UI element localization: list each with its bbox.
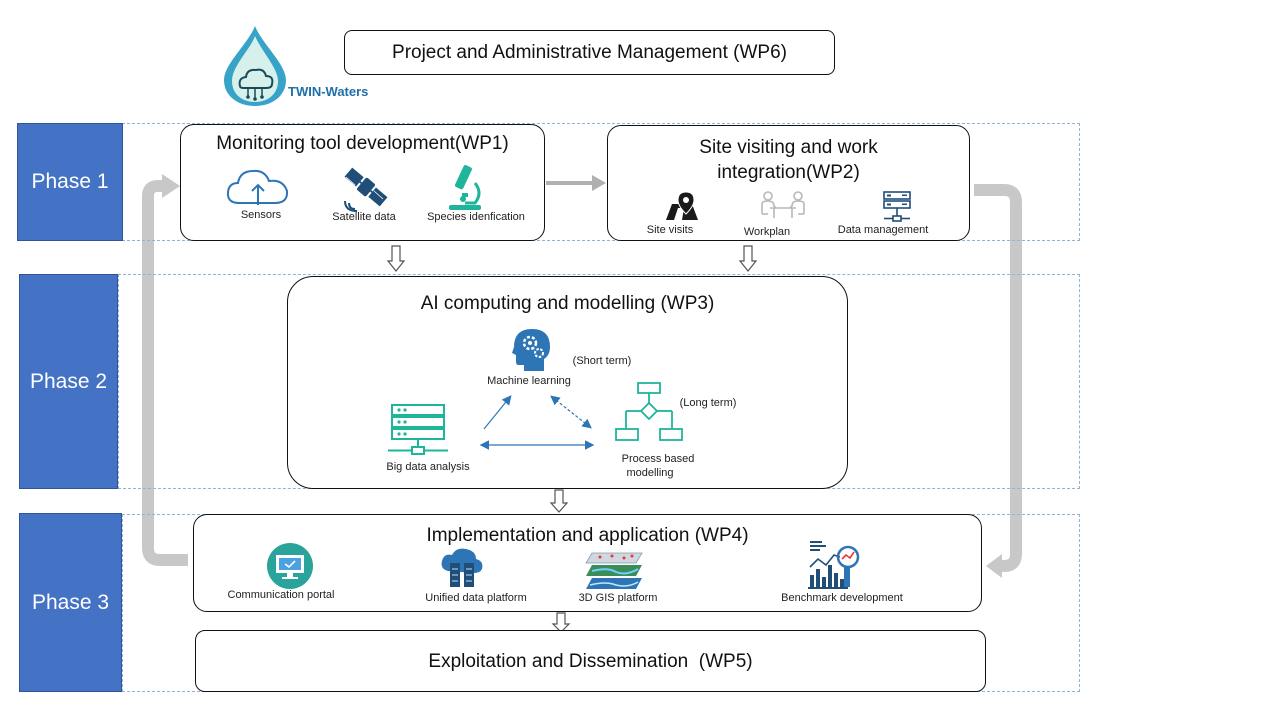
workplan-label: Workplan xyxy=(743,226,791,238)
cloud-database-icon xyxy=(441,548,483,587)
flowchart-icon xyxy=(615,382,683,441)
wp1-box: Monitoring tool development(WP1) Sensors… xyxy=(180,124,545,241)
ai-head-icon xyxy=(512,329,550,371)
benchmark-chart-icon xyxy=(808,541,860,589)
map-pin-icon xyxy=(666,191,698,220)
wp3-box: AI computing and modelling (WP3) Machine… xyxy=(287,276,848,489)
phase-1-label: Phase 1 xyxy=(17,123,123,241)
wp4-title: Implementation and application (WP4) xyxy=(426,525,749,546)
wp5-title: Exploitation and Dissemination (WP5) xyxy=(428,651,753,672)
species-identification-label: Species idenfication xyxy=(427,211,525,223)
big-data-label: Big data analysis xyxy=(386,461,470,473)
bigdata-to-ml-arrow xyxy=(483,395,512,430)
right-loop-arrow xyxy=(974,184,1022,572)
phase-2-label: Phase 2 xyxy=(19,274,118,489)
benchmark-development-label: Benchmark development xyxy=(781,592,903,604)
wp3-title: AI computing and modelling (WP3) xyxy=(420,293,715,314)
long-term-label: (Long term) xyxy=(679,397,737,409)
machine-learning-label: Machine learning xyxy=(487,375,571,387)
satellite-icon xyxy=(344,167,388,212)
right-loop-arrowhead xyxy=(986,554,1002,578)
wp5-box: Exploitation and Dissemination (WP5) xyxy=(195,630,986,692)
wp1-title: Monitoring tool development(WP1) xyxy=(216,133,509,154)
wp2-to-wp3-arrow xyxy=(738,245,758,272)
logo-text: TWIN-Waters xyxy=(288,84,369,99)
wp2-title-line1: Site visiting and work xyxy=(699,137,878,158)
3d-gis-platform-label: 3D GIS platform xyxy=(578,592,658,604)
monitor-icon xyxy=(267,543,313,589)
wp1-to-wp2-arrowhead xyxy=(592,175,606,191)
satellite-data-label: Satellite data xyxy=(332,211,396,223)
communication-portal-label: Communication portal xyxy=(227,589,335,601)
wp1-to-wp3-arrow xyxy=(386,245,406,272)
cloud-upload-icon xyxy=(226,169,289,205)
wp6-title: Project and Administrative Management (W… xyxy=(392,42,787,63)
wp4-to-wp5-arrow xyxy=(551,612,571,633)
wp4-box: Implementation and application (WP4) Com… xyxy=(193,514,982,612)
process-modelling-label-line1: Process based xyxy=(621,453,695,465)
microscope-icon xyxy=(449,165,481,210)
data-management-label: Data management xyxy=(837,224,929,236)
wp6-box: Project and Administrative Management (W… xyxy=(344,30,835,75)
water-drop-logo-icon xyxy=(224,26,286,106)
meeting-icon xyxy=(761,191,805,218)
phase-3-label: Phase 3 xyxy=(19,513,122,692)
sensors-label: Sensors xyxy=(240,209,282,221)
relationship-arrows xyxy=(479,395,595,450)
wp2-box: Site visiting and work integration(WP2) … xyxy=(607,125,970,241)
site-visits-label: Site visits xyxy=(646,224,694,236)
process-modelling-label-line2: modelling xyxy=(626,467,674,479)
left-loop-arrow xyxy=(142,180,188,566)
ml-to-process-arrow xyxy=(550,395,592,429)
twin-waters-logo: TWIN-Waters xyxy=(220,24,390,108)
left-loop-arrowhead xyxy=(162,174,180,198)
wp2-title-line2: integration(WP2) xyxy=(717,162,860,183)
short-term-label: (Short term) xyxy=(572,355,632,367)
unified-data-platform-label: Unified data platform xyxy=(425,592,527,604)
server-icon xyxy=(883,191,911,222)
big-data-server-icon xyxy=(388,404,448,455)
gis-layers-icon xyxy=(585,552,643,589)
wp3-to-wp4-arrow xyxy=(549,489,569,513)
